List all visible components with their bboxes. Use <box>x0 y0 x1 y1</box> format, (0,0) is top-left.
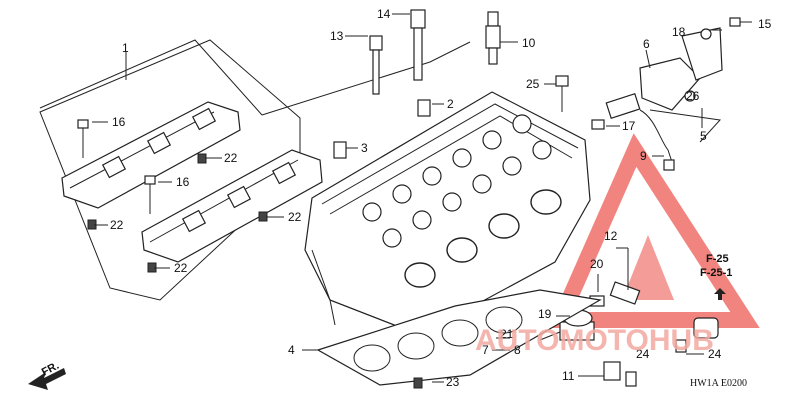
callouts: 1 2 3 4 5 6 7 8 9 10 11 12 13 14 15 16 1… <box>110 7 772 389</box>
callout-19: 19 <box>538 307 552 321</box>
seal-icon <box>693 317 719 339</box>
washer-18-icon <box>700 28 712 40</box>
callout-10: 10 <box>522 36 536 50</box>
callout-21: 21 <box>500 327 514 341</box>
callout-6: 6 <box>643 37 650 51</box>
callout-20: 20 <box>590 257 604 271</box>
bolt-25-icon <box>555 75 569 112</box>
bolt-16a-icon <box>77 119 89 158</box>
dowel-pin-icon <box>258 211 268 222</box>
spark-plug-icon <box>485 11 501 65</box>
callout-22d: 22 <box>174 261 188 275</box>
sleeve-2-icon <box>417 99 431 117</box>
bracket-11-icon <box>603 361 621 381</box>
callout-16a: 16 <box>112 115 126 129</box>
callout-4: 4 <box>288 343 295 357</box>
cover-6 <box>639 27 723 111</box>
section-ref-f25-1: F-25-1 <box>700 267 732 279</box>
watermark-text: AUTOMOTOHUB <box>475 324 714 357</box>
sleeve-3-icon <box>333 141 347 159</box>
callout-1: 1 <box>122 41 129 55</box>
washer-26-icon <box>684 90 696 102</box>
head-bolt-14-icon <box>410 9 426 81</box>
callout-17: 17 <box>622 119 636 133</box>
callout-7: 7 <box>482 343 489 357</box>
callout-15: 15 <box>758 17 772 31</box>
arrow-up-icon <box>714 288 726 300</box>
camshaft-holder-upper <box>61 101 241 209</box>
callout-14: 14 <box>377 7 391 21</box>
bolt-24-icon <box>675 339 687 353</box>
callout-22a: 22 <box>224 151 238 165</box>
callout-24a: 24 <box>636 347 650 361</box>
watermark-logo <box>547 133 760 328</box>
callout-22b: 22 <box>110 218 124 232</box>
bolt-15-icon <box>729 17 741 27</box>
sensor-9 <box>605 93 675 171</box>
callout-5: 5 <box>700 129 707 143</box>
camshaft-holder-lower <box>141 149 323 263</box>
section-ref-f25: F-25 <box>706 253 729 265</box>
callout-24b: 24 <box>708 347 722 361</box>
callout-12: 12 <box>604 229 618 243</box>
bolt-16b-icon <box>144 175 156 214</box>
callout-3: 3 <box>361 141 368 155</box>
callout-2: 2 <box>447 97 454 111</box>
callout-26: 26 <box>686 89 700 103</box>
callout-18: 18 <box>672 25 686 39</box>
callout-25: 25 <box>526 77 540 91</box>
dowel-pin-icon <box>197 153 207 164</box>
bolt-24-icon <box>625 371 637 387</box>
head-bolt-13-icon <box>369 35 383 95</box>
callout-23: 23 <box>446 375 460 389</box>
callout-9: 9 <box>640 149 647 163</box>
dowel-pin-icon <box>413 377 423 389</box>
diagram-code: HW1A E0200 <box>690 378 747 389</box>
callout-13: 13 <box>330 29 344 43</box>
front-direction-arrow <box>28 368 66 390</box>
callout-8: 8 <box>514 343 521 357</box>
cylinder-head <box>304 91 591 336</box>
callout-22c: 22 <box>288 210 302 224</box>
callout-16b: 16 <box>176 175 190 189</box>
head-gasket <box>316 289 602 386</box>
callout-11: 11 <box>562 369 575 383</box>
bolt-17-icon <box>591 119 605 130</box>
